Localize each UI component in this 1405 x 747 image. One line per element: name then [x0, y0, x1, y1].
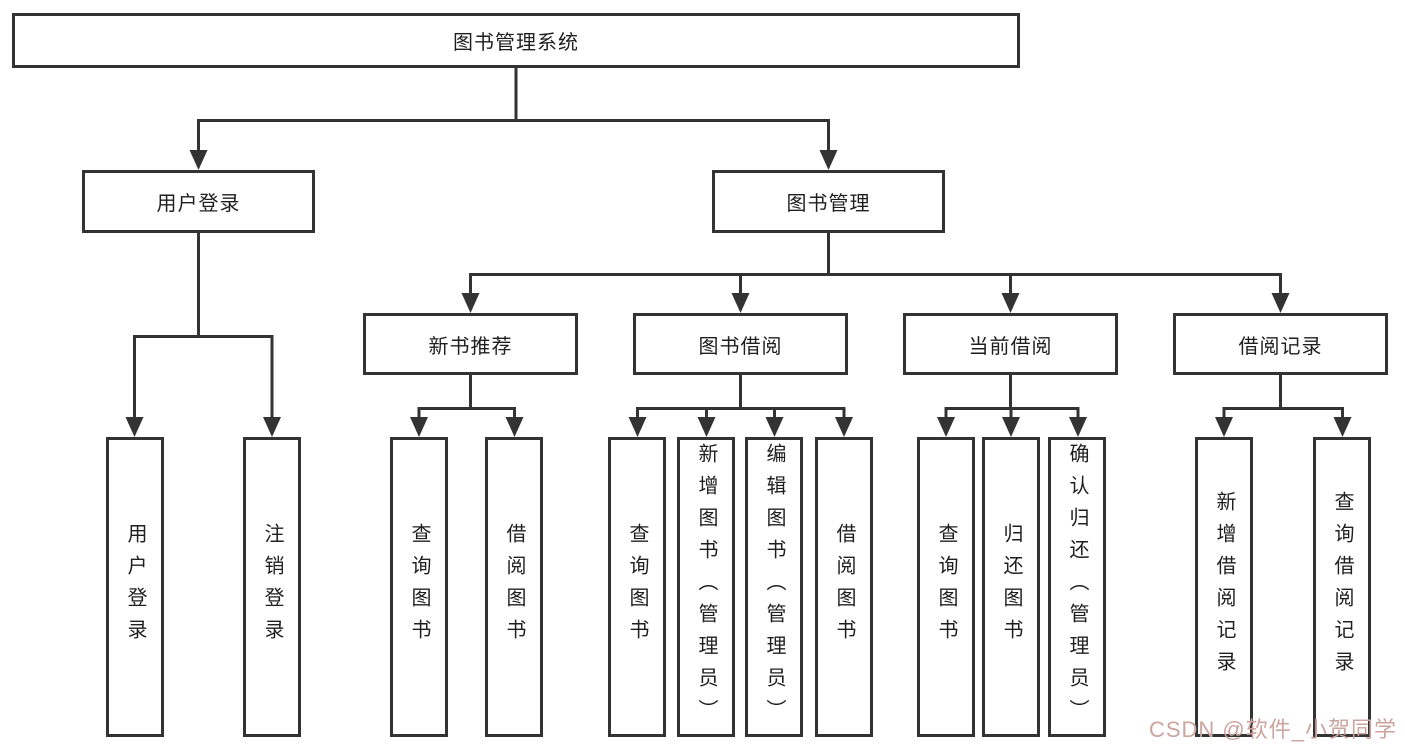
node-label: 查询图书 — [408, 523, 430, 651]
node-label: 查询图书 — [935, 523, 957, 651]
arrowhead — [731, 293, 750, 313]
leaf-return-books: 归还图书 — [982, 437, 1040, 737]
node-label: 查询图书 — [626, 523, 648, 651]
arrowhead — [1215, 417, 1233, 437]
arrowhead — [125, 417, 144, 437]
leaf-add-books-admin: 新增图书（管理员） — [677, 437, 735, 737]
node-borrow-records: 借阅记录 — [1173, 313, 1388, 375]
connector-borrow-to-leaves — [628, 375, 853, 437]
node-book-borrow: 图书借阅 — [633, 313, 848, 375]
arrowhead — [1002, 417, 1020, 437]
arrowhead — [819, 150, 838, 170]
node-label: 查询借阅记录 — [1331, 491, 1353, 683]
node-label: 借阅图书 — [503, 523, 525, 651]
leaf-user-login: 用户登录 — [106, 437, 164, 737]
node-label: 新书推荐 — [428, 335, 513, 358]
connector-mgmt-to-groups — [461, 233, 1290, 313]
arrowhead — [697, 417, 716, 437]
node-label: 图书管理系统 — [453, 32, 579, 54]
arrowhead — [1271, 293, 1290, 313]
leaf-logout: 注销登录 — [243, 437, 301, 737]
node-label: 归还图书 — [1000, 523, 1022, 651]
leaf-confirm-return-admin: 确认归还（管理员） — [1048, 437, 1106, 737]
arrowhead — [1333, 417, 1352, 437]
leaf-query-books-current: 查询图书 — [917, 437, 975, 737]
node-label: 借阅记录 — [1238, 335, 1323, 358]
leaf-borrow-books-recommend: 借阅图书 — [485, 437, 543, 737]
node-label: 当前借阅 — [968, 335, 1053, 358]
node-label: 编辑图书（管理员） — [763, 443, 785, 731]
node-label: 借阅图书 — [833, 523, 855, 651]
connector-login-to-leaves — [125, 233, 281, 437]
node-root: 图书管理系统 — [12, 13, 1020, 68]
arrowhead — [628, 417, 647, 437]
leaf-borrow-books: 借阅图书 — [815, 437, 873, 737]
leaf-query-books-borrow: 查询图书 — [608, 437, 666, 737]
node-label: 确认归还（管理员） — [1066, 443, 1088, 731]
arrowhead — [765, 417, 784, 437]
csdn-watermark: CSDN @软件_小贺同学 — [1148, 717, 1397, 742]
leaf-query-books-recommend: 查询图书 — [390, 437, 448, 737]
connector-root-to-level1 — [189, 68, 838, 170]
node-label: 注销登录 — [261, 523, 283, 651]
arrowhead — [505, 417, 524, 437]
node-label: 新增借阅记录 — [1213, 491, 1235, 683]
node-new-book-recommend: 新书推荐 — [363, 313, 578, 375]
arrowhead — [1001, 293, 1020, 313]
leaf-query-borrow-record: 查询借阅记录 — [1313, 437, 1371, 737]
leaf-add-borrow-record: 新增借阅记录 — [1195, 437, 1253, 737]
node-label: 新增图书（管理员） — [695, 443, 717, 731]
node-label: 图书管理 — [786, 193, 871, 215]
node-user-login: 用户登录 — [82, 170, 315, 233]
leaf-edit-books-admin: 编辑图书（管理员） — [745, 437, 803, 737]
node-label: 用户登录 — [124, 523, 146, 651]
connector-current-to-leaves — [937, 375, 1087, 437]
node-label: 用户登录 — [156, 193, 241, 215]
arrowhead — [937, 417, 955, 437]
node-book-management: 图书管理 — [712, 170, 945, 233]
node-current-borrow: 当前借阅 — [903, 313, 1118, 375]
arrowhead — [410, 417, 428, 437]
node-label: 图书借阅 — [698, 335, 783, 358]
arrowhead — [835, 417, 853, 437]
arrowhead — [189, 150, 208, 170]
connector-newbook-to-leaves — [410, 375, 524, 437]
arrowhead — [263, 417, 281, 437]
connector-records-to-leaves — [1215, 375, 1352, 437]
arrowhead — [461, 293, 480, 313]
arrowhead — [1069, 417, 1087, 437]
